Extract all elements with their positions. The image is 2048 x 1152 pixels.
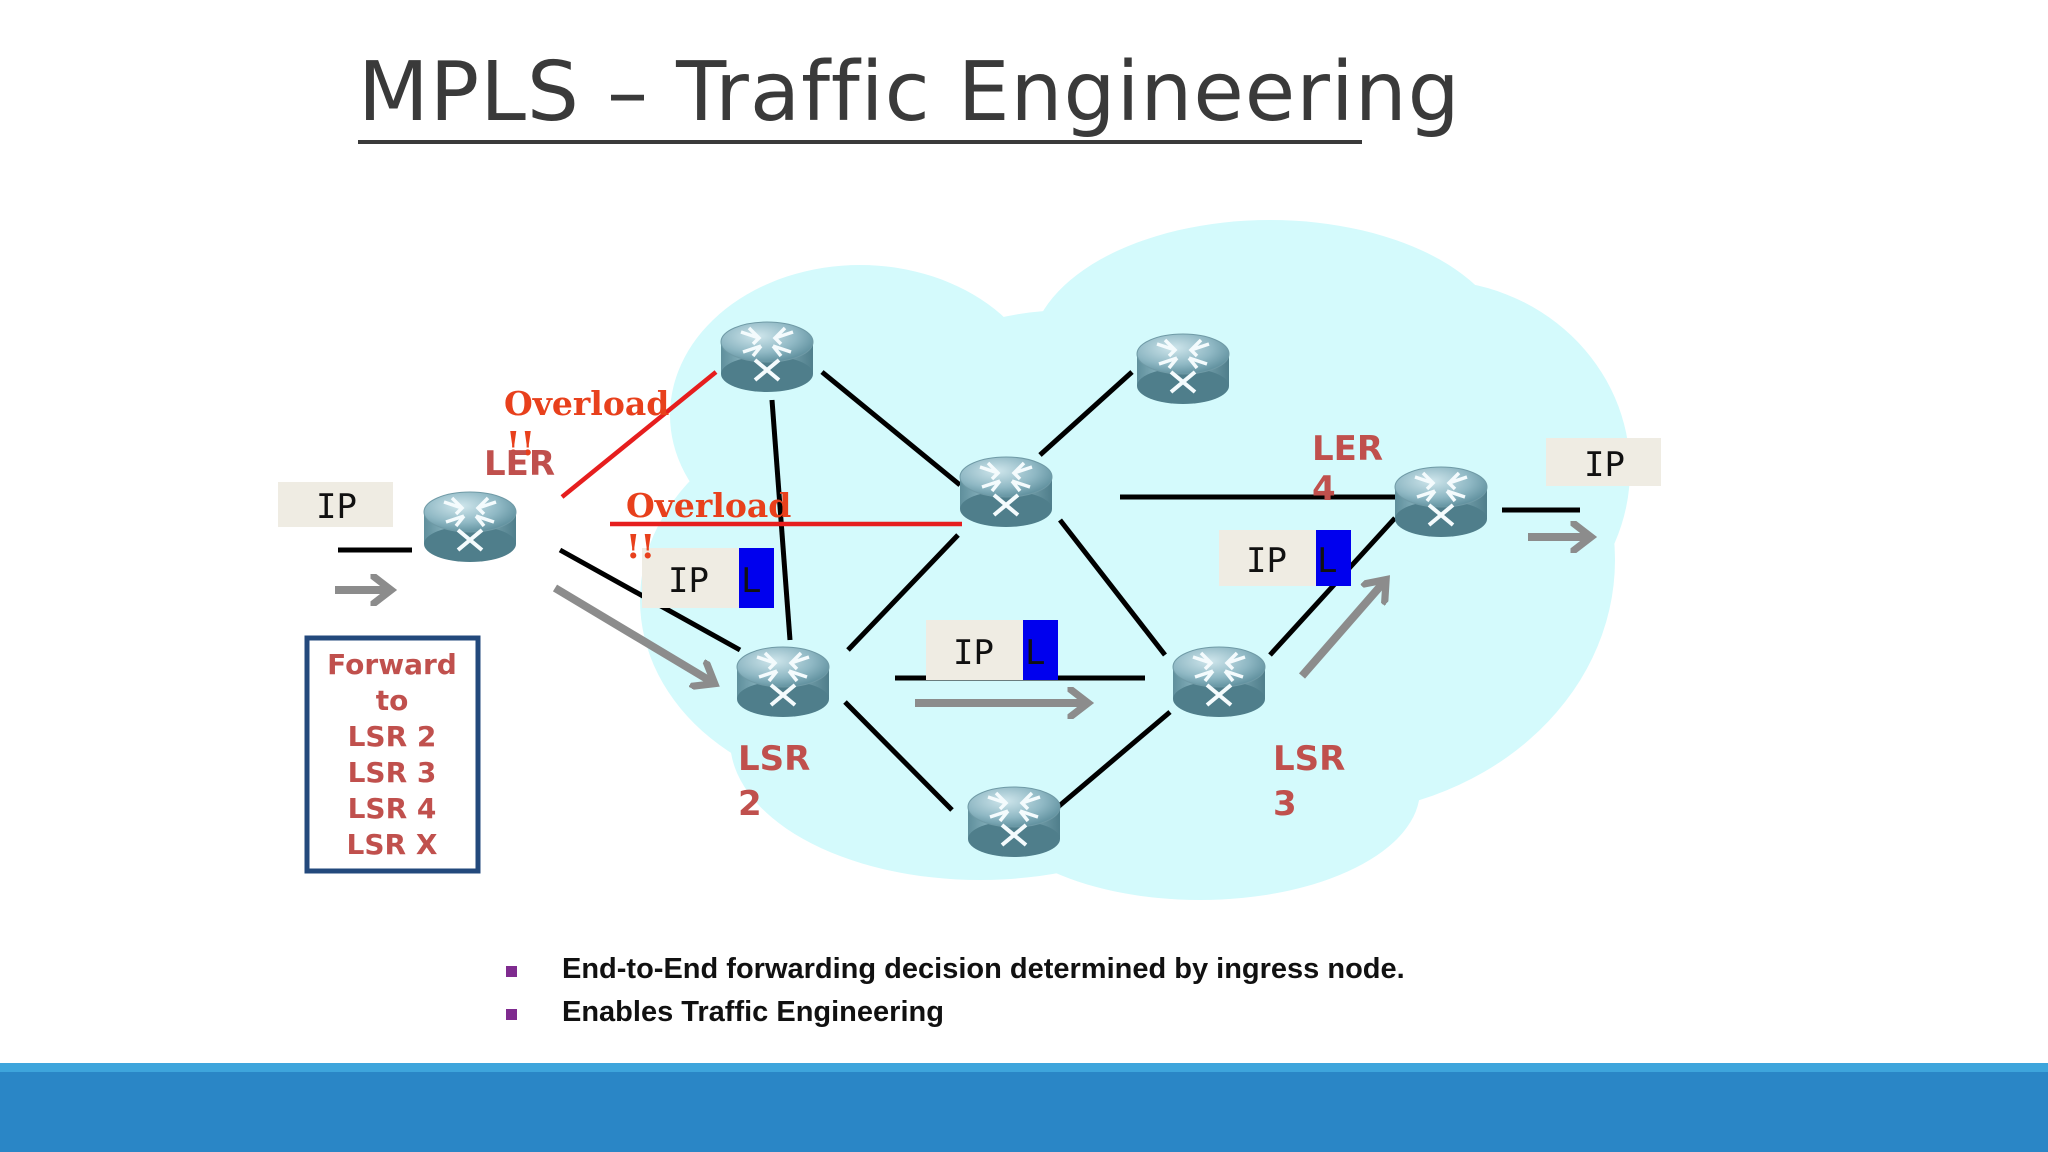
forward-line-5: LSR 4 bbox=[348, 792, 437, 825]
label-lsr2-line1: LSR bbox=[738, 739, 810, 779]
bullet-item: Enables Traffic Engineering bbox=[500, 991, 1405, 1034]
link-lsr3-ler4 bbox=[1268, 516, 1397, 657]
router-ler-ingress bbox=[422, 490, 518, 564]
forward-line-6: LSR X bbox=[347, 828, 438, 861]
label-lsr2-line2: 2 bbox=[738, 784, 762, 824]
svg-text:L: L bbox=[741, 561, 761, 601]
forward-line-1: Forward bbox=[327, 648, 457, 681]
overload-label-2-bang: !! bbox=[626, 527, 655, 566]
packet-ip-out: IP bbox=[1546, 438, 1661, 486]
router-lsr3 bbox=[1171, 645, 1267, 719]
packet-labeled-1: IP L bbox=[642, 548, 774, 608]
forward-line-3: LSR 2 bbox=[348, 720, 437, 753]
slide-title: MPLS – Traffic Engineering bbox=[358, 45, 1461, 140]
packet-labeled-2: IP L bbox=[926, 620, 1058, 680]
arrow-ler-to-lsr2 bbox=[552, 584, 712, 682]
svg-text:L: L bbox=[1317, 541, 1337, 581]
router-bottom bbox=[966, 785, 1062, 859]
packet-labeled-3: IP L bbox=[1219, 530, 1351, 586]
svg-text:IP: IP bbox=[668, 561, 709, 601]
bullet-text: Enables Traffic Engineering bbox=[562, 996, 944, 1028]
svg-text:IP: IP bbox=[953, 633, 994, 673]
packet-ip-in: IP bbox=[278, 482, 393, 527]
router-ler4 bbox=[1393, 465, 1489, 539]
svg-text:IP: IP bbox=[1246, 541, 1287, 581]
svg-text:IP: IP bbox=[316, 487, 357, 527]
forward-line-4: LSR 3 bbox=[348, 756, 437, 789]
router-top-right bbox=[1135, 332, 1231, 406]
label-ler4-line2: 4 bbox=[1312, 469, 1336, 509]
router-top-left bbox=[719, 320, 815, 394]
bullet-icon bbox=[506, 966, 517, 977]
overload-label-2: Overload bbox=[626, 486, 791, 525]
link-r1-r2 bbox=[769, 399, 793, 641]
label-ler-ingress: LER bbox=[484, 444, 555, 484]
label-lsr3-line2: 3 bbox=[1273, 784, 1297, 824]
bullet-list: End-to-End forwarding decision determine… bbox=[500, 948, 1405, 1034]
router-center bbox=[958, 455, 1054, 529]
arrow-lsr3-to-ler4 bbox=[1298, 582, 1384, 679]
link-center-rtop bbox=[1038, 370, 1134, 457]
mpls-cloud bbox=[640, 220, 1630, 900]
overload-label-1-bang: !! bbox=[506, 424, 535, 463]
svg-text:L: L bbox=[1025, 633, 1045, 673]
title-underline bbox=[358, 140, 1362, 144]
label-lsr3-line1: LSR bbox=[1273, 739, 1345, 779]
router-lsr2 bbox=[735, 645, 831, 719]
overload-label-1: Overload bbox=[504, 384, 669, 423]
link-r1-center bbox=[820, 370, 962, 487]
overload-link-1 bbox=[560, 370, 718, 499]
label-ler4-line1: LER bbox=[1312, 429, 1383, 469]
link-lsr2-bottom bbox=[843, 700, 954, 812]
forward-table-box: Forward to LSR 2 LSR 3 LSR 4 LSR X bbox=[304, 635, 481, 874]
traffic-arrows bbox=[335, 537, 1588, 703]
link-bottom-lsr3 bbox=[1050, 710, 1172, 814]
footer-accent-line bbox=[0, 1063, 2048, 1072]
footer-band bbox=[0, 1072, 2048, 1152]
link-center-lsr3 bbox=[1058, 518, 1167, 657]
forward-line-2: to bbox=[376, 684, 409, 717]
svg-text:IP: IP bbox=[1584, 445, 1625, 485]
overload-links bbox=[560, 370, 962, 527]
link-center-lsr2 bbox=[846, 533, 960, 652]
bullet-icon bbox=[506, 1009, 517, 1020]
bullet-text: End-to-End forwarding decision determine… bbox=[562, 953, 1405, 985]
bullet-item: End-to-End forwarding decision determine… bbox=[500, 948, 1405, 991]
